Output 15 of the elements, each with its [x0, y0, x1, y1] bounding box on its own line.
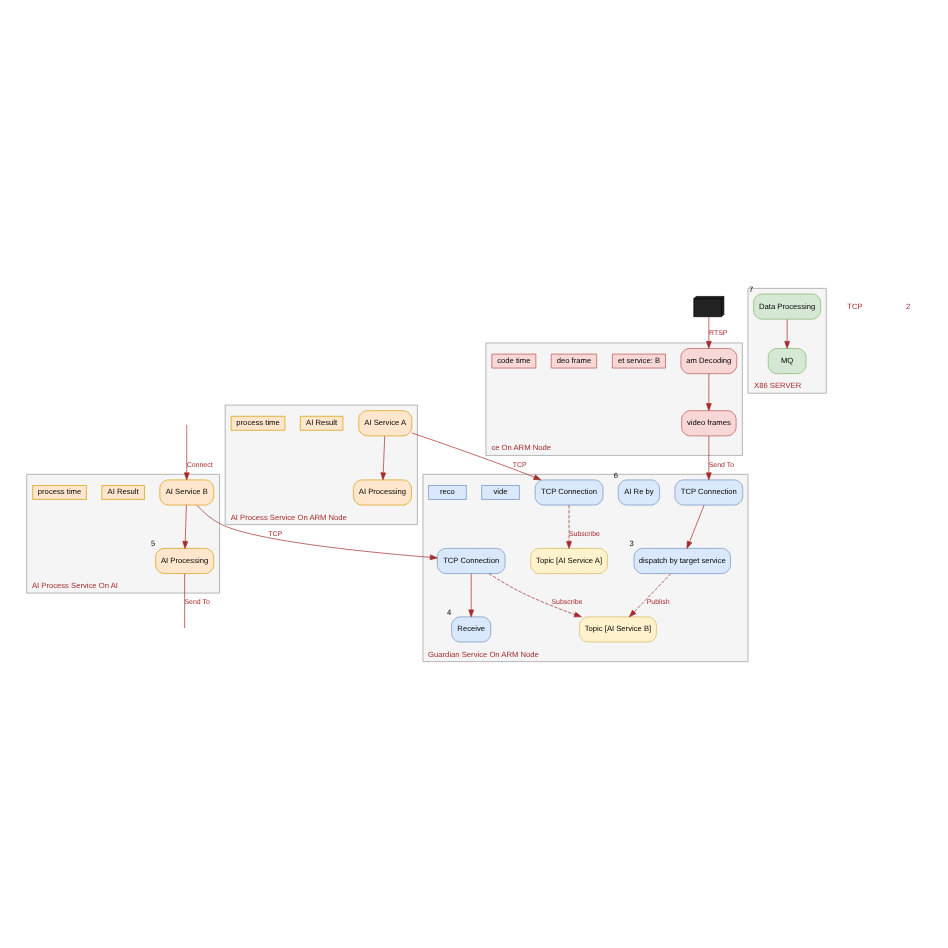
arrow [182, 503, 189, 548]
arrow [488, 572, 582, 617]
connector [184, 572, 185, 628]
arrow [706, 434, 712, 480]
arrow [196, 503, 438, 560]
arrow [566, 503, 572, 548]
arrow [411, 431, 542, 480]
arrow [468, 572, 474, 617]
arrow [629, 572, 672, 617]
arrow [686, 503, 705, 548]
arrow [380, 434, 387, 480]
arrow [706, 372, 712, 410]
arrow [706, 315, 712, 348]
arrow [183, 423, 190, 480]
arrow [784, 317, 790, 348]
